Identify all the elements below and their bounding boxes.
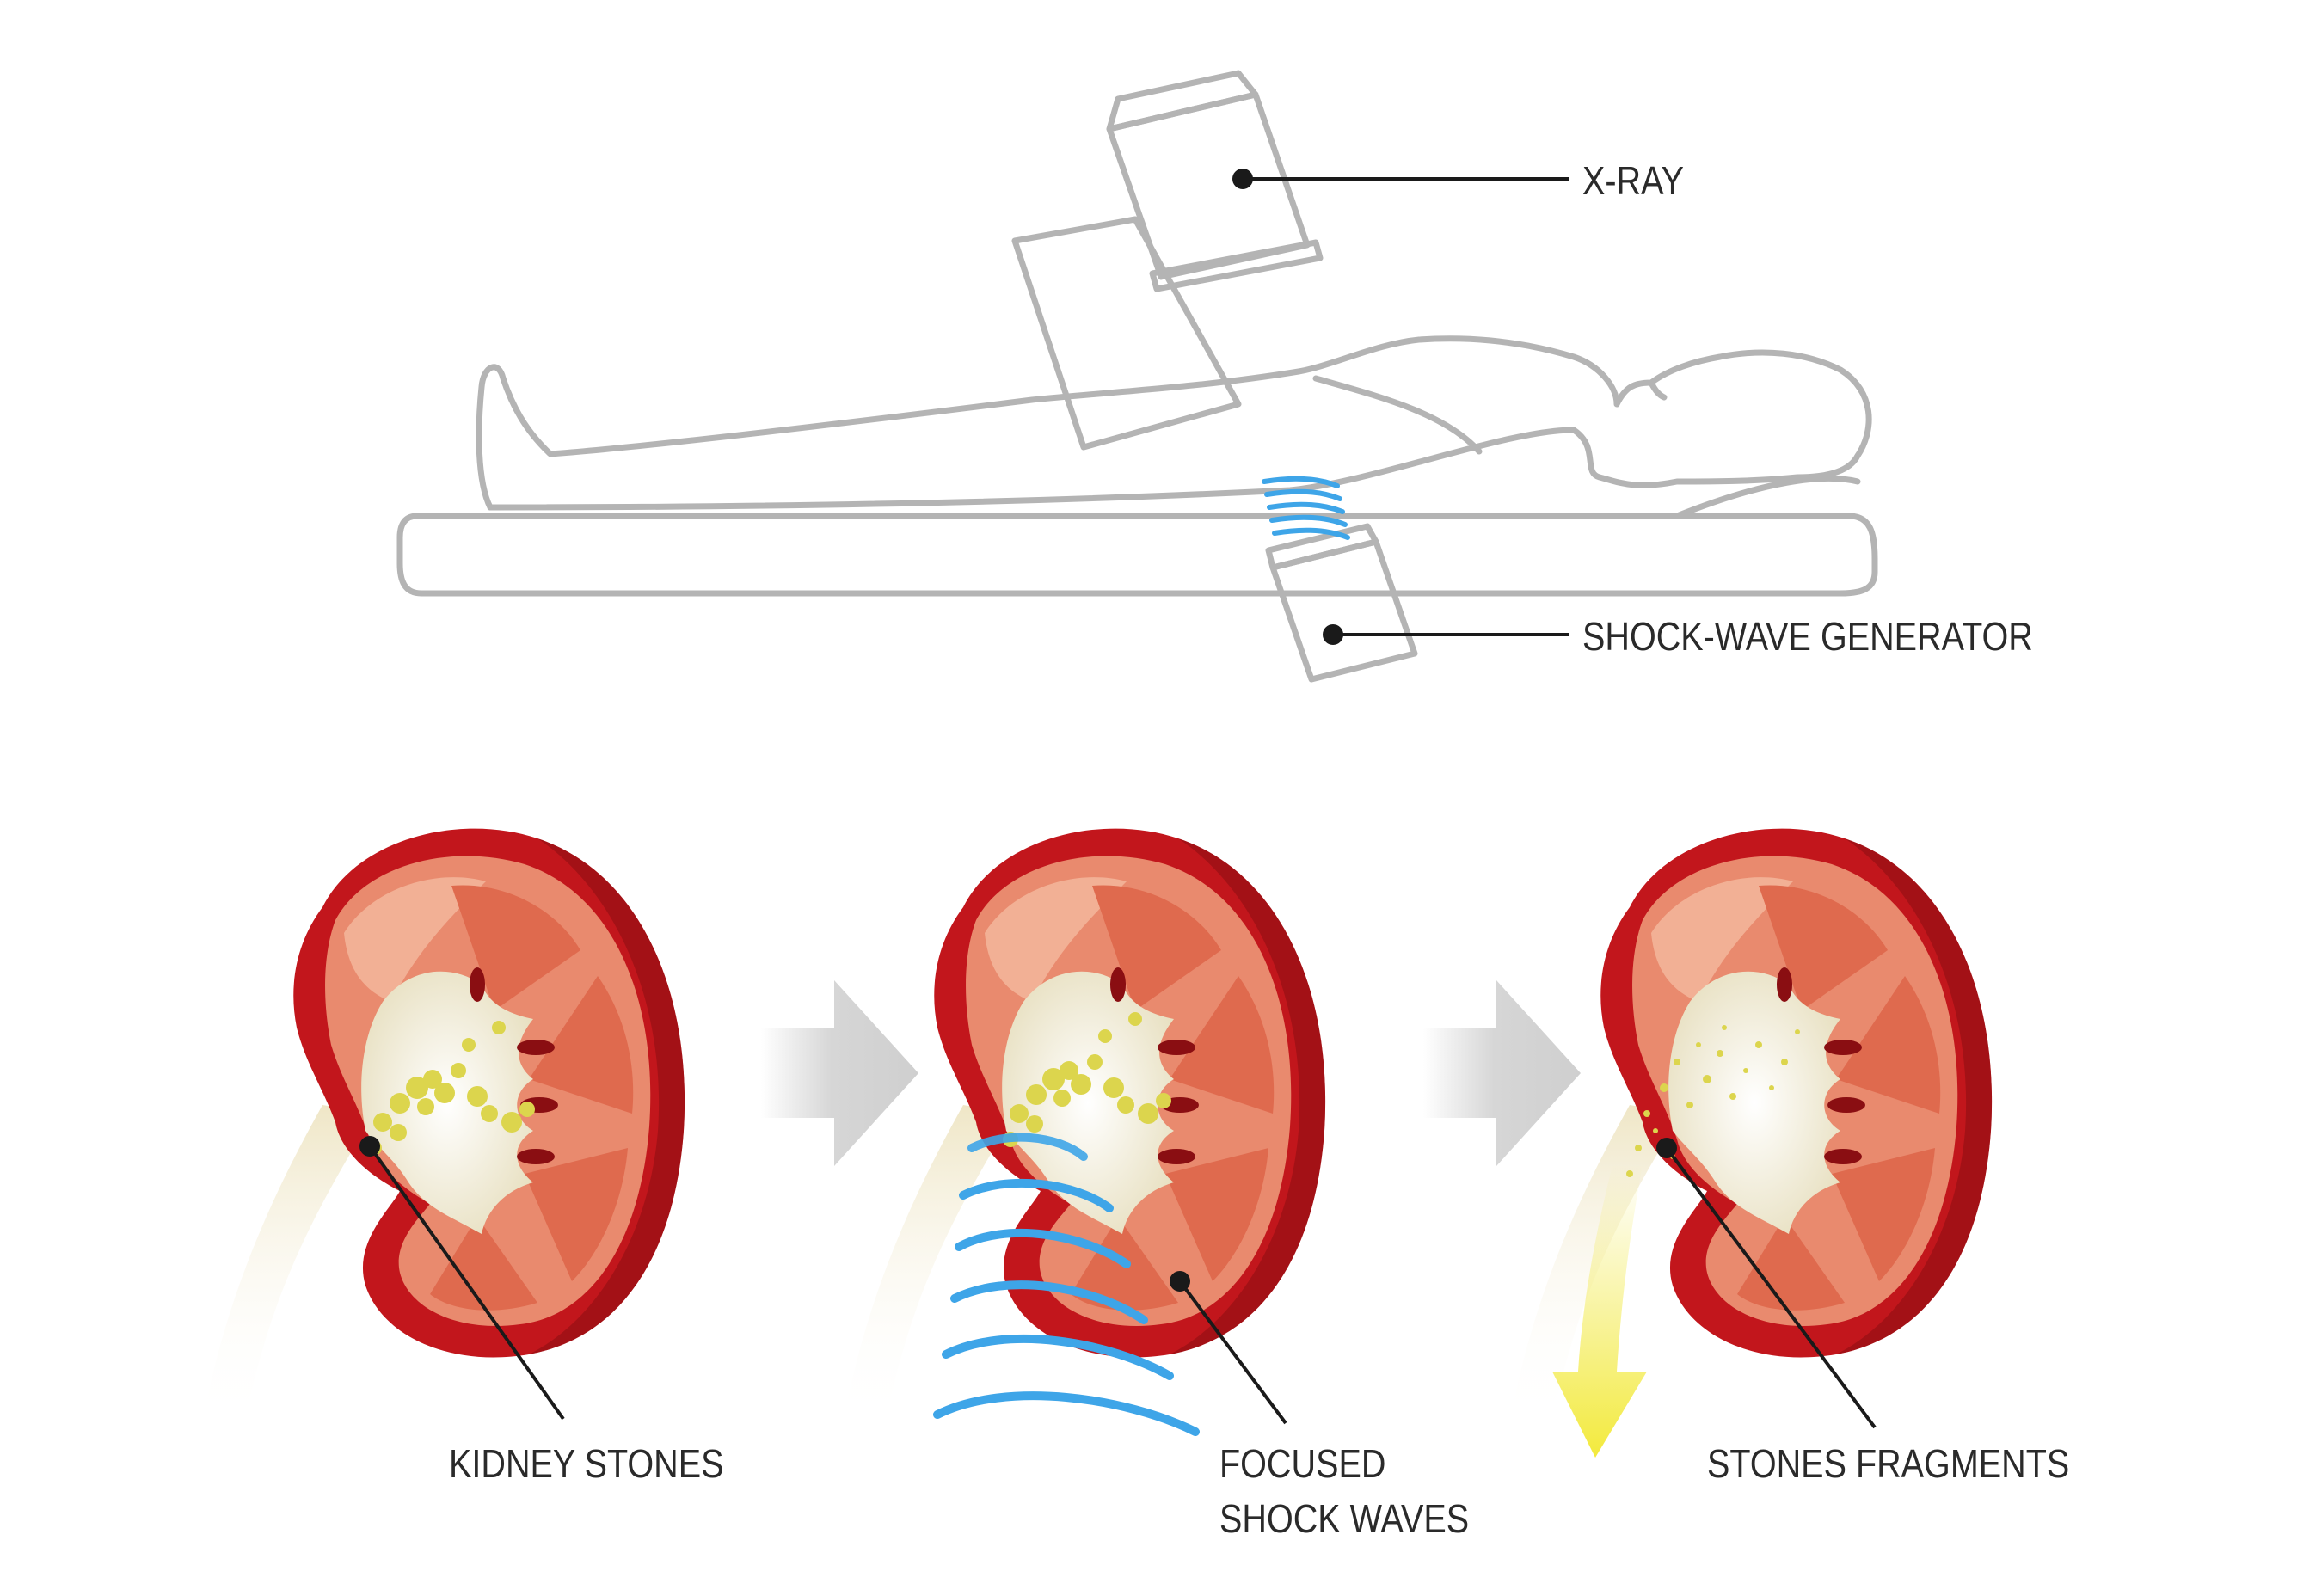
- treatment-table: [396, 513, 1878, 597]
- fragments-flow-arrow: [1552, 1165, 1647, 1458]
- kidney-stones-label: KIDNEY STONES: [449, 1441, 724, 1486]
- xray-label: X-RAY: [1582, 158, 1684, 203]
- arrow-2: [1423, 980, 1581, 1166]
- xray-arm: [1011, 216, 1242, 451]
- bottom-leaders: [359, 1136, 1877, 1429]
- patient-outline: [476, 335, 1872, 511]
- generator-label: SHOCK-WAVE GENERATOR: [1582, 614, 2033, 659]
- table-shockwaves: [1262, 476, 1350, 540]
- kidney-shockwave: [843, 828, 1326, 1436]
- focused-shock-waves: [933, 1133, 1200, 1436]
- transition-arrows: [761, 980, 1581, 1166]
- focused-label-line-1: FOCUSED: [1219, 1441, 1386, 1486]
- stones-fragments-label: STONES FRAGMENTS: [1707, 1441, 2070, 1486]
- focused-shock-waves-label: FOCUSED SHOCK WAVES: [1219, 1436, 1469, 1546]
- xray-leader-dot: [1232, 169, 1253, 189]
- kidney-fragments: [1509, 828, 1993, 1458]
- generator-leader-dot: [1323, 624, 1343, 645]
- focused-label-line-2: SHOCK WAVES: [1219, 1496, 1470, 1541]
- top-leaders: [1232, 169, 1570, 645]
- arrow-1: [761, 980, 918, 1166]
- kidney-with-stones: [202, 828, 685, 1423]
